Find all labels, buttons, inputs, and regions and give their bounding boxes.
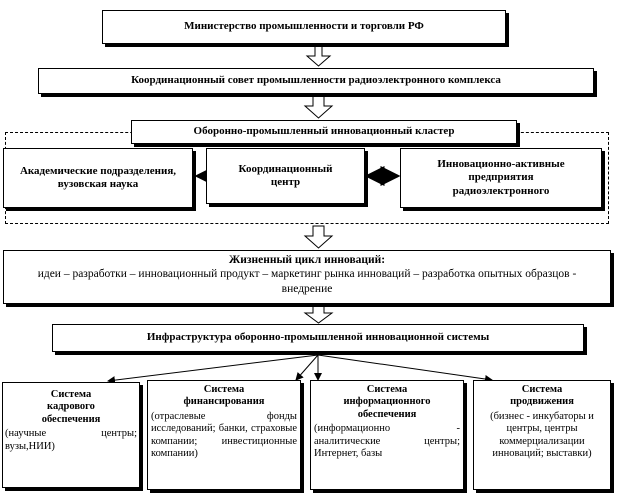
block-arrow-lifecycle-infra — [303, 305, 334, 324]
system-title-finance: Система финансирования — [183, 384, 265, 408]
system-desc-promotion: (бизнес - инкубаторы и центры, центры ко… — [490, 410, 594, 459]
system-box-promotion: Система продвижения (бизнес - инкубаторы… — [473, 380, 611, 490]
coord-council-label: Координационный совет промышленности рад… — [131, 74, 501, 87]
infrastructure-label: Инфраструктура оборонно-промышленной инн… — [146, 331, 490, 344]
arrow-infra-system-2 — [295, 354, 319, 381]
system-box-information: Система информационного обеспечения (инф… — [310, 380, 464, 490]
coord-center-box: Координационный центр — [206, 148, 365, 204]
system-desc-information: (информационно - аналитические центры; И… — [314, 423, 460, 459]
block-arrow-council-cluster — [303, 95, 334, 119]
ministry-box: Министерство промышленности и торговли Р… — [102, 10, 506, 44]
academic-box: Академические подразделения, вузовская н… — [3, 148, 193, 208]
enterprises-box: Инновационно-активные предприятия радиоэ… — [400, 148, 602, 208]
coord-council-box: Координационный совет промышленности рад… — [38, 68, 594, 94]
ministry-label: Министерство промышленности и торговли Р… — [184, 20, 424, 33]
system-box-personnel: Система кадрового обеспечения (научные ц… — [2, 382, 140, 488]
cluster-label: Оборонно-промышленный инновационный клас… — [193, 125, 455, 138]
lifecycle-title: Жизненный цикл инноваций: — [228, 254, 386, 266]
system-desc-finance: (отраслевые фонды исследований; банки, с… — [151, 410, 297, 459]
lifecycle-box: Жизненный цикл инноваций: идеи – разрабо… — [3, 250, 611, 304]
block-arrow-ministry-council — [305, 45, 332, 67]
lifecycle-text: идеи – разработки – инновационный продук… — [37, 268, 577, 295]
system-title-information: Система информационного обеспечения — [343, 384, 431, 420]
infrastructure-box: Инфраструктура оборонно-промышленной инн… — [52, 324, 584, 352]
system-desc-personnel: (научные центры; вузы,НИИ) — [5, 428, 137, 452]
arrow-infra-system-1 — [107, 354, 319, 385]
system-title-personnel: Система кадрового обеспечения — [41, 389, 101, 425]
coord-center-label: Координационный центр — [238, 162, 333, 188]
arrow-infra-system-4 — [317, 354, 493, 383]
academic-label: Академические подразделения, вузовская н… — [19, 164, 177, 190]
cluster-box: Оборонно-промышленный инновационный клас… — [131, 120, 517, 144]
block-arrow-cluster-lifecycle — [303, 225, 334, 249]
enterprises-label: Инновационно-активные предприятия радиоэ… — [437, 158, 565, 197]
system-box-finance: Система финансирования (отраслевые фонды… — [147, 380, 301, 490]
system-title-promotion: Система продвижения — [510, 384, 574, 408]
